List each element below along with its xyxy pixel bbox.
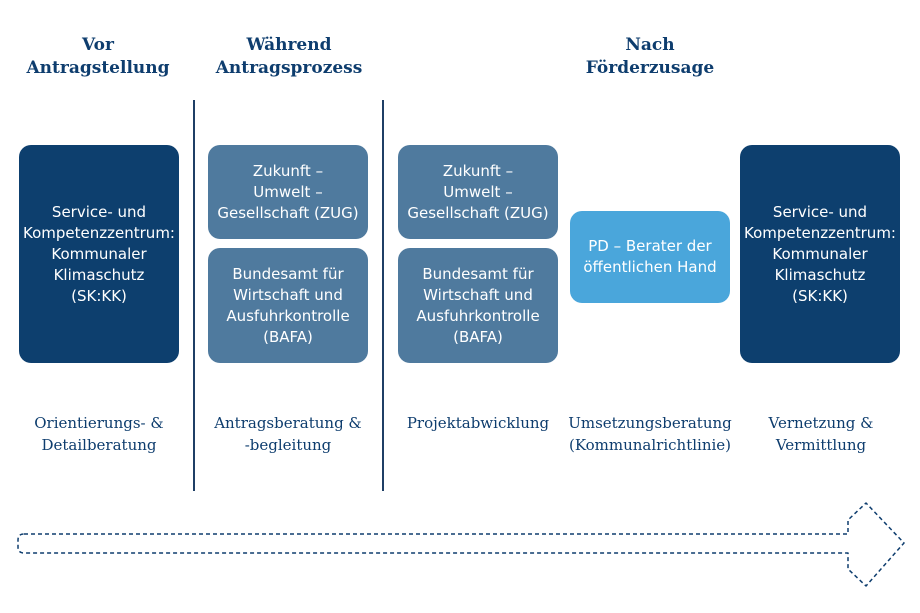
caption-projektabwicklung: Projektabwicklung [406,414,550,432]
box-bafa-2: Bundesamt für Wirtschaft und Ausfuhrkont… [398,248,558,363]
box-skkk-left: Service- und Kompetenzzentrum: Kommunale… [19,145,179,363]
caption-antragsberatung: Antragsberatung & -begleitung [214,414,362,454]
phase-title-waehrend-antragsprozess: Während Antragsprozess [215,35,363,78]
phase-divider-1 [193,100,195,491]
caption-vernetzung: Vernetzung & Vermittlung [768,414,874,454]
caption-umsetzungsberatung: Umsetzungsberatung (Kommunalrichtlinie) [568,414,732,454]
caption-orientierungsberatung: Orientierungs- & Detailberatung [34,414,164,454]
box-bafa-1: Bundesamt für Wirtschaft und Ausfuhrkont… [208,248,368,363]
phase-title-vor-antragstellung: Vor Antragstellung [26,35,170,78]
box-skkk-right: Service- und Kompetenzzentrum: Kommunale… [740,145,900,363]
box-zug-2: Zukunft – Umwelt – Gesellschaft (ZUG) [398,145,558,239]
box-pd: PD – Berater der öffentlichen Hand [570,211,730,303]
phase-title-nach-foerderzusage: Nach Förderzusage [585,35,715,78]
phase-divider-2 [382,100,384,491]
box-zug-1: Zukunft – Umwelt – Gesellschaft (ZUG) [208,145,368,239]
